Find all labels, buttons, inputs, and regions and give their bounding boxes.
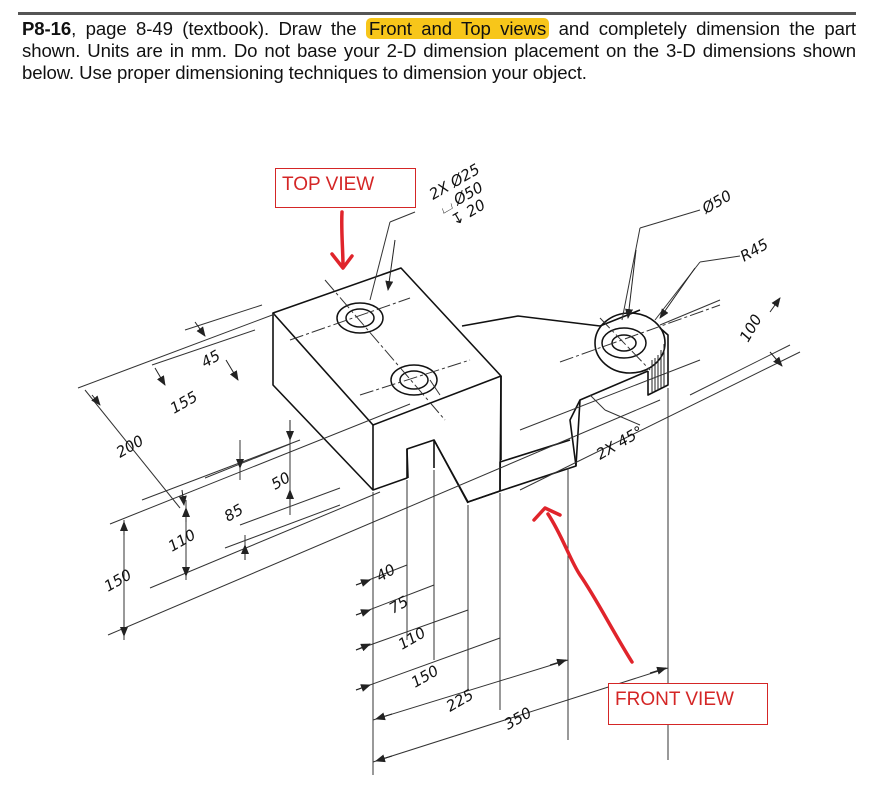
- dim-155: 155: [167, 388, 201, 418]
- dim-150-left: 150: [101, 566, 135, 596]
- front-view-label: FRONT VIEW: [608, 683, 768, 725]
- base-arm: [461, 309, 649, 503]
- top-rule: [18, 12, 856, 15]
- dim-85: 85: [221, 500, 247, 525]
- highlighted-views-text: Front and Top views: [365, 18, 550, 39]
- block-top-face: [272, 267, 502, 426]
- boss-side: [647, 327, 669, 396]
- dim-boss-height: 100: [736, 311, 766, 345]
- problem-id: P8-16: [22, 18, 72, 39]
- instructions-text-part2: and completely dimension the part shown.…: [22, 18, 857, 83]
- dim-40: 40: [373, 560, 399, 585]
- dim-75: 75: [386, 592, 412, 617]
- dim-boss-radius: R45: [737, 235, 772, 265]
- part-outline: [272, 267, 669, 504]
- dimension-arrows: [91, 239, 783, 763]
- block-left-face: [272, 313, 374, 491]
- dim-chamfer: 2X 45°: [593, 422, 646, 463]
- front-view-arrow: [532, 506, 634, 664]
- center-lines: [289, 279, 721, 421]
- boss-shading: [651, 344, 665, 392]
- base-arm-lower: [499, 376, 581, 491]
- instructions-text-part1: , page 8-49 (textbook). Draw the: [71, 18, 366, 39]
- dim-200: 200: [113, 432, 147, 462]
- dim-110: 110: [165, 526, 199, 556]
- dim-110-bottom: 110: [395, 624, 429, 654]
- dim-boss-diameter: Ø50: [698, 186, 735, 218]
- dim-150-bottom: 150: [408, 662, 442, 692]
- top-view-arrow: [330, 210, 354, 270]
- dim-350: 350: [501, 704, 535, 734]
- dim-45: 45: [198, 346, 224, 371]
- red-annotation-arrows: [330, 210, 634, 664]
- slot-edges: [406, 439, 469, 504]
- problem-instructions: P8-16, page 8-49 (textbook). Draw the Fr…: [22, 18, 856, 84]
- dimension-labels: 2X Ø25 ⌴ Ø50 ↧ 20 Ø50 R45 100 2X 45° 45 …: [101, 160, 772, 733]
- block-front-face: [372, 375, 502, 503]
- hole-2-inner: [399, 370, 429, 390]
- holes: [336, 302, 647, 396]
- hole-1-inner: [345, 308, 375, 328]
- top-view-label: TOP VIEW: [275, 168, 416, 208]
